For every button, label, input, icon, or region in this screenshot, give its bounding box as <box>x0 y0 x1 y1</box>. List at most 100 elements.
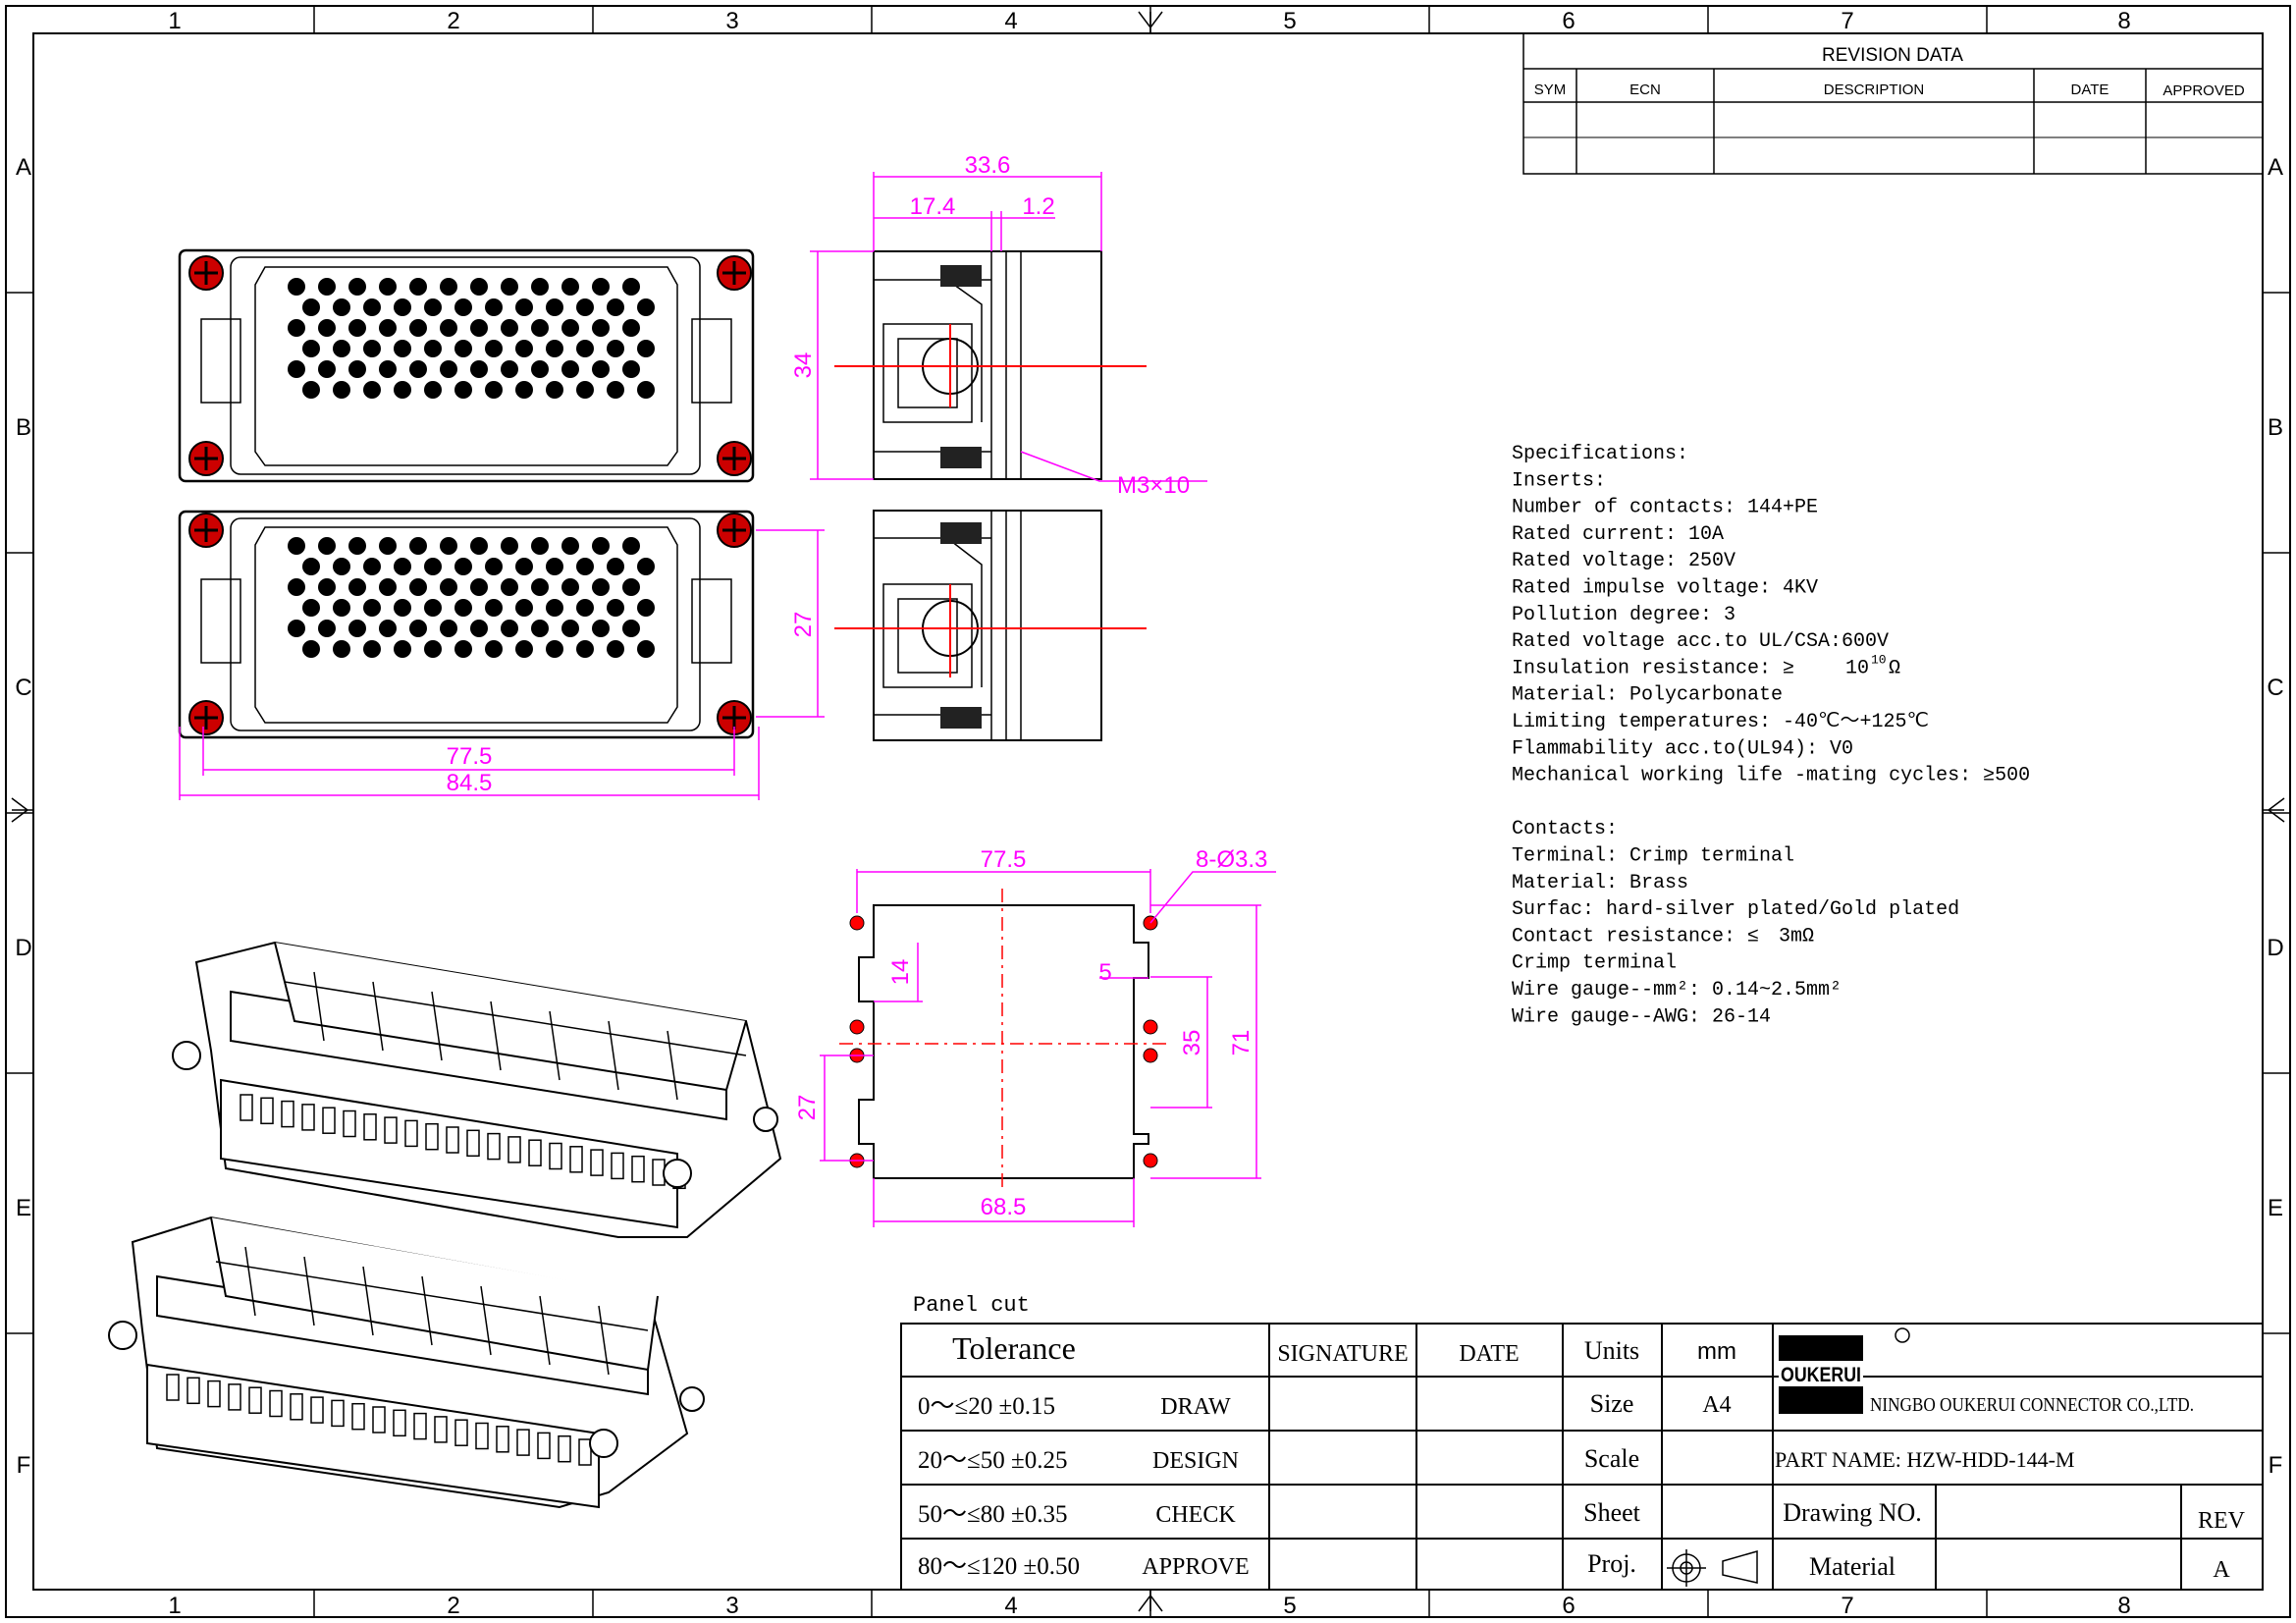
col-label: 8 <box>2117 8 2130 34</box>
size-value: A4 <box>1702 1392 1731 1418</box>
contact-hole <box>288 278 305 296</box>
contact-hole <box>333 340 350 357</box>
contact-hole <box>409 360 427 378</box>
contact-hole <box>379 537 397 555</box>
contact-hole <box>318 278 336 296</box>
contact-hole <box>515 298 533 316</box>
outer-frame <box>5 5 2291 1618</box>
contact-hole <box>607 558 624 575</box>
contact-hole <box>637 381 655 399</box>
row-label: F <box>17 1452 31 1479</box>
contact-hole <box>424 599 442 617</box>
iso-screw-icon <box>172 1041 201 1070</box>
connector-isometric-illustration <box>108 941 782 1509</box>
rev-header-sym: SYM <box>1534 81 1567 98</box>
tolerance-range: 20～≤50 ±0.25 <box>918 1447 1067 1474</box>
dim-side-left: 17.4 <box>910 193 956 220</box>
col-label: 8 <box>2117 1593 2130 1619</box>
iso-tooth <box>537 1432 551 1460</box>
contact-hole <box>485 298 503 316</box>
side-dimension-lines <box>756 172 1207 718</box>
contact-hole <box>363 340 381 357</box>
iso-tooth <box>413 1412 427 1440</box>
contact-hole <box>454 599 472 617</box>
contact-hole <box>379 620 397 637</box>
spec-line: Rated impulse voltage: 4KV <box>1512 577 1818 600</box>
scale-label: Scale <box>1584 1444 1639 1473</box>
contact-hole <box>592 578 610 596</box>
rev-header-ecn: ECN <box>1629 81 1661 98</box>
tolerance-range: 50～≤80 ±0.35 <box>918 1501 1067 1528</box>
iso-screw-icon <box>663 1159 692 1188</box>
tolerance-range: 80～≤120 ±0.50 <box>918 1553 1080 1580</box>
iso-tooth <box>611 1152 624 1180</box>
contact-hole <box>561 278 579 296</box>
contact-hole <box>607 599 624 617</box>
drawing-no-label: Drawing NO. <box>1783 1498 1922 1527</box>
col-label: 1 <box>168 1593 181 1619</box>
contact-hole <box>576 298 594 316</box>
revision-title: REVISION DATA <box>1822 45 1963 66</box>
zone-dividers <box>6 6 2290 1617</box>
panel-hole-icon <box>1143 1048 1158 1063</box>
col-label: 4 <box>1004 1593 1017 1619</box>
company-name: NINGBO OUKERUI CONNECTOR CO.,LTD. <box>1870 1394 2194 1416</box>
contact-hole <box>470 620 488 637</box>
centering-marks <box>11 11 2285 1612</box>
contact-hole <box>501 278 518 296</box>
contact-hole <box>501 620 518 637</box>
iso-tooth <box>487 1132 501 1161</box>
rev-header-approved: APPROVED <box>2163 82 2245 99</box>
col-label: 1 <box>168 8 181 34</box>
contact-hole <box>424 640 442 658</box>
contact-hole <box>454 340 472 357</box>
col-label: 4 <box>1004 8 1017 34</box>
contact-hole <box>531 620 549 637</box>
contact-hole <box>363 381 381 399</box>
contact-hole <box>288 620 305 637</box>
spec-line: Contact resistance: ≤ <box>1512 925 1759 947</box>
contact-hole <box>440 360 457 378</box>
iso-tooth <box>569 1146 583 1173</box>
panel-hole-icon <box>849 1019 865 1035</box>
spec-line: Material: Polycarbonate <box>1512 684 1783 707</box>
contact-hole <box>440 578 457 596</box>
row-label: D <box>15 935 31 961</box>
contact-hole <box>485 599 503 617</box>
iso-tooth <box>207 1380 221 1408</box>
proj-label: Proj. <box>1587 1549 1636 1578</box>
contact-hole <box>501 578 518 596</box>
contact-hole <box>576 340 594 357</box>
contact-hole <box>531 360 549 378</box>
spec-contact-resistance: 3mΩ <box>1779 925 1814 947</box>
dim-width-inner: 77.5 <box>447 743 493 770</box>
contact-hole <box>576 640 594 658</box>
tolerance-label: Tolerance <box>952 1330 1076 1366</box>
contact-hole <box>348 360 366 378</box>
contact-hole <box>379 360 397 378</box>
contact-holes-top <box>288 278 655 399</box>
contact-hole <box>485 381 503 399</box>
front-dimension-lines <box>179 727 760 800</box>
sheet-label: Sheet <box>1583 1498 1641 1527</box>
iso-tooth <box>425 1122 439 1151</box>
contact-hole <box>546 640 563 658</box>
contact-hole <box>501 319 518 337</box>
contact-hole <box>637 599 655 617</box>
iso-tooth <box>351 1402 365 1431</box>
contact-hole <box>607 298 624 316</box>
contact-hole <box>318 578 336 596</box>
dim-panel-right-a: 5 <box>1098 959 1111 986</box>
contact-hole <box>592 278 610 296</box>
row-label: F <box>2269 1452 2283 1479</box>
panel-dimension-lines <box>820 869 1276 1227</box>
iso-screw-icon <box>679 1386 705 1412</box>
approval-role: CHECK <box>1155 1502 1236 1528</box>
contact-hole <box>394 340 411 357</box>
spec-line: Number of contacts: 144+PE <box>1512 497 1818 519</box>
contact-hole <box>622 319 640 337</box>
contact-hole <box>470 578 488 596</box>
dim-screw: M3×10 <box>1117 472 1190 499</box>
spec-line: Specifications: <box>1512 443 1688 465</box>
panel-hole-icon <box>1143 1019 1158 1035</box>
